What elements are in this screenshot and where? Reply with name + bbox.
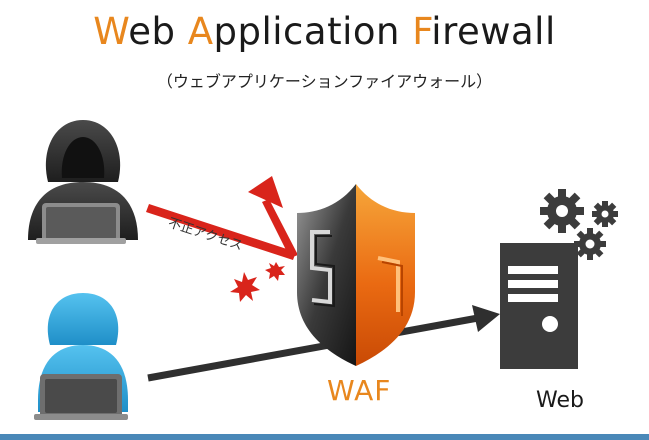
gear-icon xyxy=(540,189,618,260)
title-rest-3: irewall xyxy=(431,10,556,53)
title-initial-f: F xyxy=(412,10,432,53)
web-server-label: Web xyxy=(536,388,584,413)
waf-shield-icon xyxy=(297,184,415,366)
page-subtitle: （ウェブアプリケーションファイアウォール） xyxy=(156,72,493,91)
attack-arrow xyxy=(146,176,298,260)
title-initial-w: W xyxy=(93,10,129,53)
title-rest-1: eb xyxy=(128,10,188,53)
bottom-divider xyxy=(0,434,649,440)
web-server-icon xyxy=(500,243,578,369)
normal-traffic-arrow xyxy=(147,305,500,382)
user-figure xyxy=(34,293,128,420)
title-initial-a: A xyxy=(187,10,214,53)
blocked-burst-icon xyxy=(230,262,285,302)
page-title: Web Application Firewall xyxy=(0,10,649,53)
attacker-figure xyxy=(28,120,138,244)
title-rest-2: pplication xyxy=(213,10,413,53)
waf-label: WAF xyxy=(327,374,392,407)
